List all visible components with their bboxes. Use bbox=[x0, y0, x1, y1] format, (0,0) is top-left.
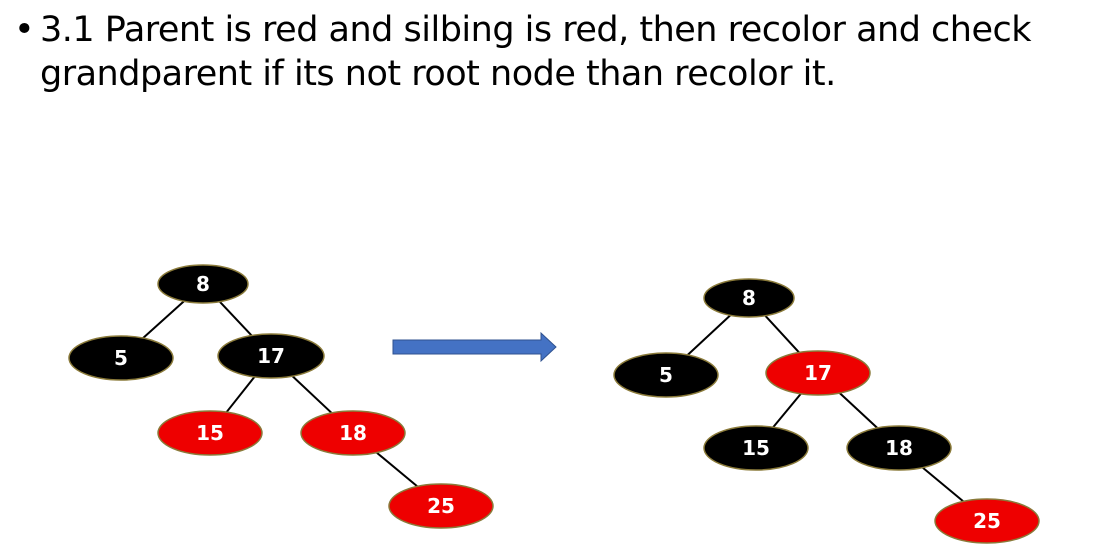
tree-after-edge-n18-n25 bbox=[920, 465, 966, 504]
node-label: 8 bbox=[196, 272, 210, 296]
transition-arrow bbox=[392, 331, 557, 363]
tree-before-edge-n8-n5 bbox=[140, 299, 187, 341]
tree-before-node-5: 5 bbox=[68, 335, 174, 381]
node-ellipse bbox=[157, 410, 263, 456]
tree-after-edge-n8-n17 bbox=[763, 313, 802, 355]
tree-after: 8 5 17 15 18 25 bbox=[613, 278, 1040, 544]
tree-before-node-25: 25 bbox=[388, 483, 494, 529]
node-label: 18 bbox=[339, 421, 367, 445]
tree-before: 8 5 17 15 18 25 bbox=[68, 264, 494, 529]
node-label: 17 bbox=[804, 361, 832, 385]
tree-before-node-17: 17 bbox=[217, 333, 325, 379]
node-ellipse bbox=[157, 264, 249, 304]
node-label: 17 bbox=[257, 344, 285, 368]
tree-after-edge-n17-n15 bbox=[771, 391, 803, 430]
node-ellipse bbox=[846, 425, 952, 471]
node-ellipse bbox=[703, 278, 795, 318]
tree-after-node-15: 15 bbox=[703, 425, 809, 471]
tree-after-node-17: 17 bbox=[765, 350, 871, 396]
tree-before-edge-n17-n15 bbox=[224, 374, 257, 415]
node-label: 8 bbox=[742, 286, 756, 310]
node-ellipse bbox=[703, 425, 809, 471]
node-ellipse bbox=[613, 352, 719, 398]
node-label: 15 bbox=[196, 421, 224, 445]
node-ellipse bbox=[388, 483, 494, 529]
tree-before-edge-n8-n17 bbox=[217, 299, 254, 338]
node-ellipse bbox=[217, 333, 325, 379]
node-ellipse bbox=[934, 498, 1040, 544]
tree-before-node-18: 18 bbox=[300, 410, 406, 456]
tree-after-edge-n8-n5 bbox=[685, 313, 733, 358]
tree-after-node-5: 5 bbox=[613, 352, 719, 398]
tree-before-edge-n18-n25 bbox=[374, 450, 420, 489]
node-label: 18 bbox=[885, 436, 913, 460]
tree-after-edges bbox=[685, 313, 966, 504]
node-ellipse bbox=[300, 410, 406, 456]
tree-after-node-8: 8 bbox=[703, 278, 795, 318]
node-label: 15 bbox=[742, 436, 770, 460]
bullet-point: • 3.1 Parent is red and silbing is red, … bbox=[14, 8, 1109, 96]
tree-before-node-15: 15 bbox=[157, 410, 263, 456]
bullet-marker: • bbox=[14, 10, 35, 50]
node-label: 25 bbox=[427, 494, 455, 518]
node-label: 5 bbox=[659, 363, 673, 387]
tree-before-node-8: 8 bbox=[157, 264, 249, 304]
node-ellipse bbox=[765, 350, 871, 396]
node-label: 25 bbox=[973, 509, 1001, 533]
node-ellipse bbox=[68, 335, 174, 381]
bullet-text: 3.1 Parent is red and silbing is red, th… bbox=[40, 10, 1032, 94]
tree-after-edge-n17-n18 bbox=[837, 390, 880, 431]
node-label: 5 bbox=[114, 346, 128, 370]
tree-before-edge-n17-n18 bbox=[290, 373, 335, 416]
tree-before-edges bbox=[140, 299, 420, 489]
tree-after-node-18: 18 bbox=[846, 425, 952, 471]
tree-after-node-25: 25 bbox=[934, 498, 1040, 544]
